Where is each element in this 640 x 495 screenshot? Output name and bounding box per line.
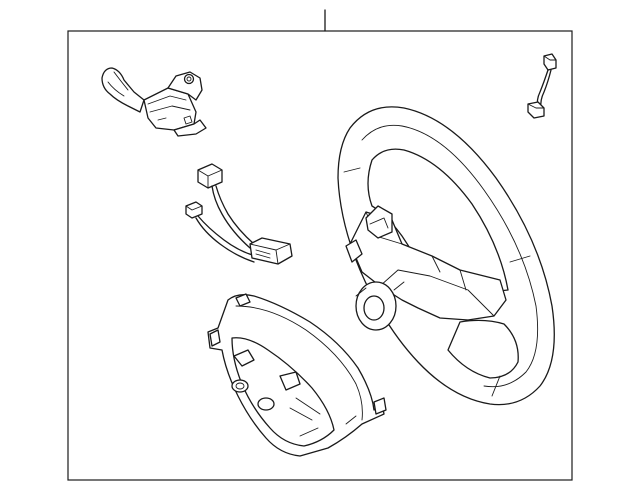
steering-wheel xyxy=(337,106,555,406)
jumper-wire xyxy=(527,53,557,119)
cruise-control-switch xyxy=(101,67,207,137)
diagram-frame xyxy=(67,30,573,481)
lower-cover xyxy=(207,293,387,457)
wire-harness xyxy=(185,163,293,265)
